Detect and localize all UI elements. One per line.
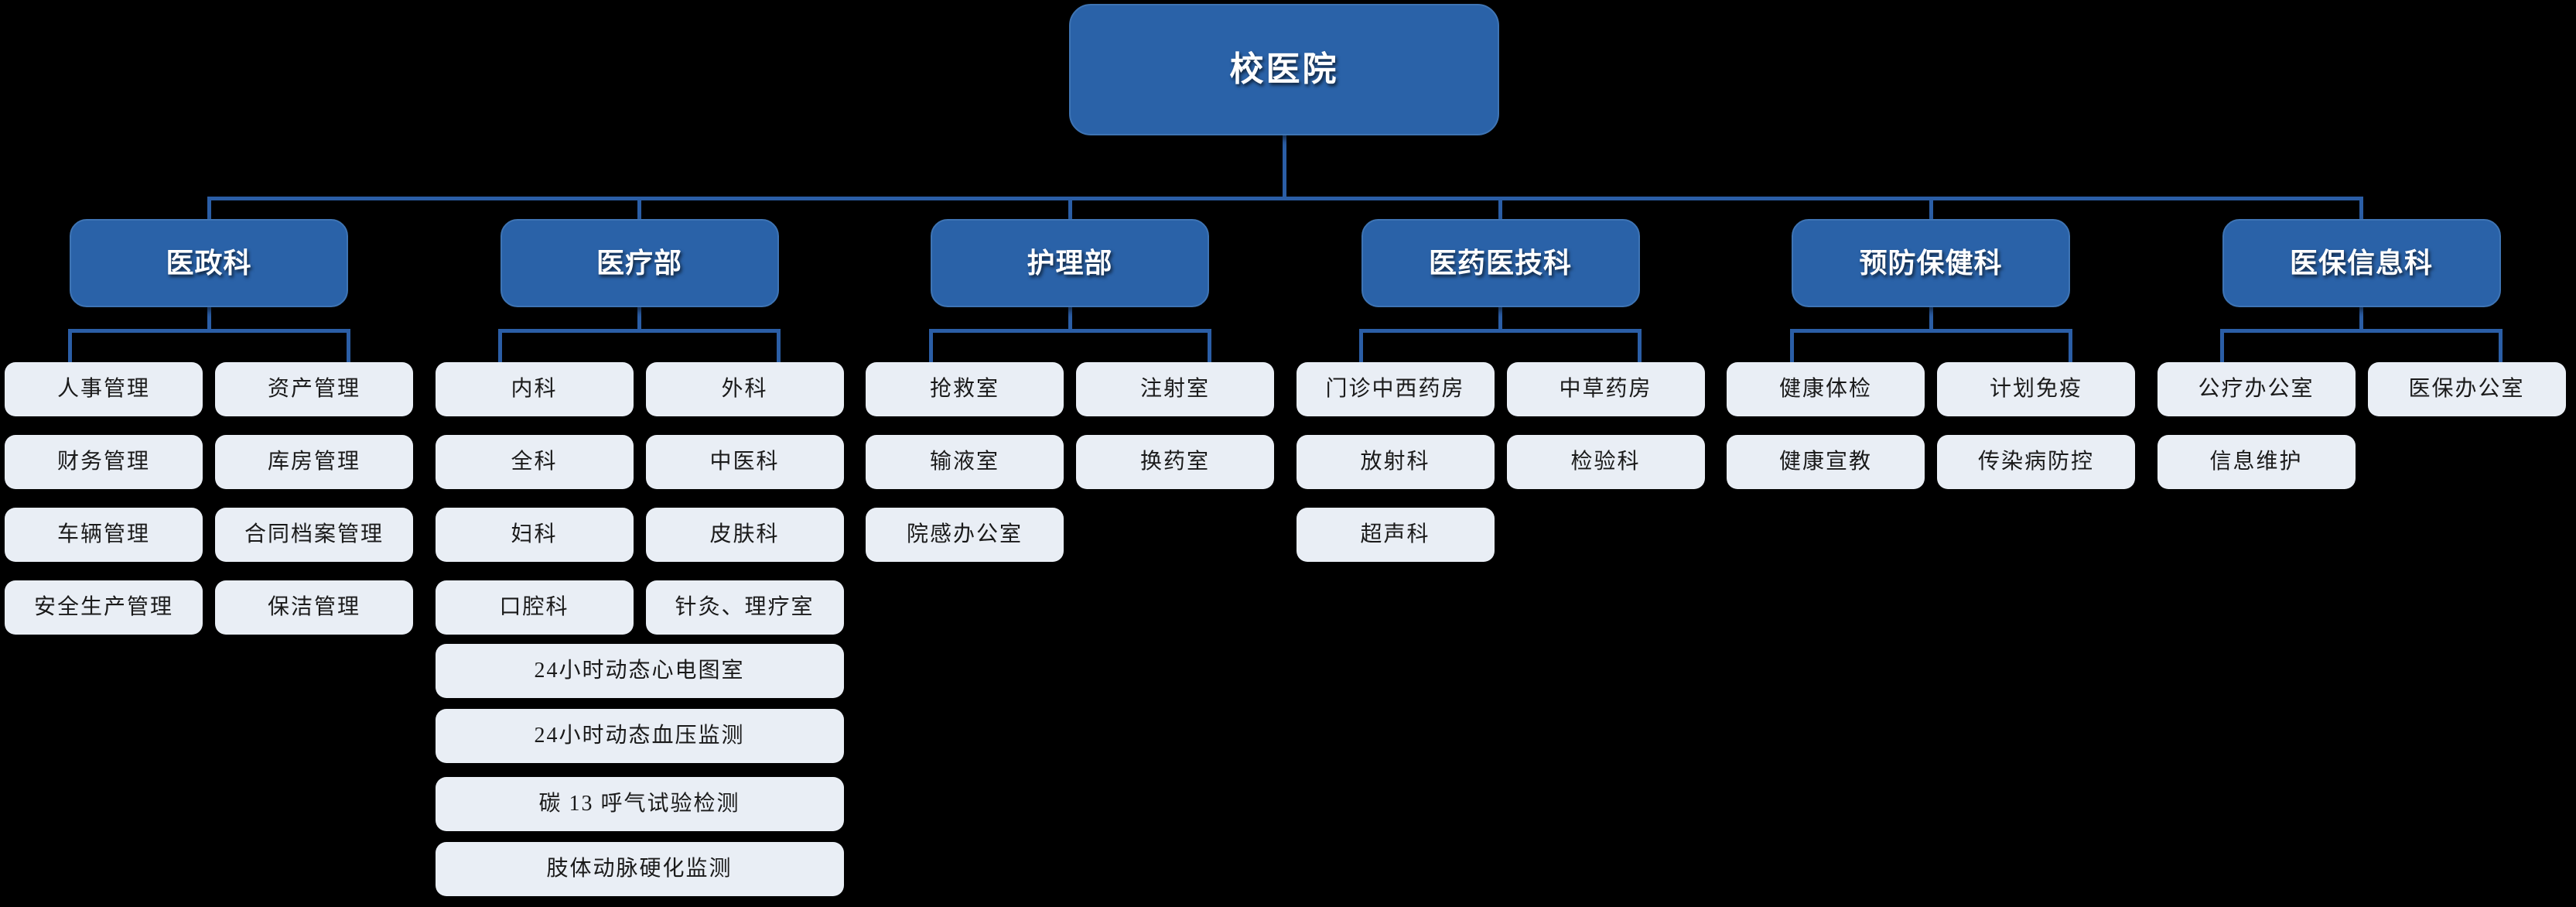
dept-stem-line xyxy=(1068,307,1072,333)
child-node: 安全生产管理 xyxy=(5,580,203,635)
dept-left-stub-line xyxy=(928,329,933,364)
dept-stem-line xyxy=(207,307,211,333)
dept-node: 医政科 xyxy=(70,219,348,307)
dept-node: 医保信息科 xyxy=(2222,219,2501,307)
child-node: 资产管理 xyxy=(215,362,413,416)
dept-left-stub-line xyxy=(67,329,72,364)
dept-drop-line xyxy=(1068,197,1072,219)
dept-left-stub-line xyxy=(498,329,502,364)
dept-drop-line xyxy=(2359,197,2363,219)
child-node: 口腔科 xyxy=(435,580,634,635)
dept-drop-line xyxy=(207,197,211,219)
dept-right-stub-line xyxy=(1207,329,1211,364)
child-node: 门诊中西药房 xyxy=(1296,362,1495,416)
dept-drop-line xyxy=(637,197,641,219)
child-node: 健康体检 xyxy=(1727,362,1925,416)
child-node: 针灸、理疗室 xyxy=(645,580,844,635)
dept-stem-line xyxy=(2359,307,2363,333)
child-node: 换药室 xyxy=(1076,435,1274,489)
wide-child-node: 碳 13 呼气试验检测 xyxy=(435,777,844,831)
dept-stem-line xyxy=(1929,307,1933,333)
child-node: 财务管理 xyxy=(5,435,203,489)
dept-left-stub-line xyxy=(2220,329,2224,364)
child-node: 超声科 xyxy=(1296,508,1495,562)
dept-split-line xyxy=(498,329,781,333)
dept-stem-line xyxy=(637,307,641,333)
dept-left-stub-line xyxy=(1359,329,1363,364)
child-node: 全科 xyxy=(435,435,634,489)
dept-drop-line xyxy=(1498,197,1502,219)
root-node: 校医院 xyxy=(1069,4,1499,135)
child-node: 检验科 xyxy=(1506,435,1705,489)
dept-node: 护理部 xyxy=(931,219,1209,307)
dept-right-stub-line xyxy=(2068,329,2072,364)
wide-child-node: 24小时动态血压监测 xyxy=(435,709,844,763)
child-node: 公疗办公室 xyxy=(2157,362,2356,416)
dept-node: 医疗部 xyxy=(500,219,779,307)
child-node: 中医科 xyxy=(645,435,844,489)
wide-child-node: 肢体动脉硬化监测 xyxy=(435,842,844,896)
child-node: 库房管理 xyxy=(215,435,413,489)
dept-split-line xyxy=(928,329,1211,333)
dept-node: 预防保健科 xyxy=(1792,219,2070,307)
dept-split-line xyxy=(1359,329,1642,333)
child-node: 院感办公室 xyxy=(866,508,1064,562)
child-node: 合同档案管理 xyxy=(215,508,413,562)
dept-stem-line xyxy=(1498,307,1502,333)
child-node: 放射科 xyxy=(1296,435,1495,489)
child-node: 内科 xyxy=(435,362,634,416)
dept-drop-line xyxy=(1929,197,1933,219)
dept-left-stub-line xyxy=(1789,329,1794,364)
wide-child-node: 24小时动态心电图室 xyxy=(435,644,844,698)
child-node: 人事管理 xyxy=(5,362,203,416)
child-node: 车辆管理 xyxy=(5,508,203,562)
dept-split-line xyxy=(67,329,350,333)
dept-right-stub-line xyxy=(2499,329,2503,364)
child-node: 计划免疫 xyxy=(1937,362,2135,416)
dept-right-stub-line xyxy=(346,329,350,364)
child-node: 外科 xyxy=(645,362,844,416)
child-node: 皮肤科 xyxy=(645,508,844,562)
dept-node: 医药医技科 xyxy=(1361,219,1640,307)
child-node: 输液室 xyxy=(866,435,1064,489)
dept-split-line xyxy=(1789,329,2072,333)
child-node: 医保办公室 xyxy=(2367,362,2566,416)
child-node: 抢救室 xyxy=(866,362,1064,416)
child-node: 注射室 xyxy=(1076,362,1274,416)
child-node: 妇科 xyxy=(435,508,634,562)
child-node: 健康宣教 xyxy=(1727,435,1925,489)
child-node: 保洁管理 xyxy=(215,580,413,635)
root-stem-line xyxy=(1282,135,1286,200)
child-node: 中草药房 xyxy=(1506,362,1705,416)
dept-right-stub-line xyxy=(777,329,781,364)
dept-split-line xyxy=(2220,329,2503,333)
child-node: 信息维护 xyxy=(2157,435,2356,489)
dept-right-stub-line xyxy=(1638,329,1642,364)
child-node: 传染病防控 xyxy=(1937,435,2135,489)
